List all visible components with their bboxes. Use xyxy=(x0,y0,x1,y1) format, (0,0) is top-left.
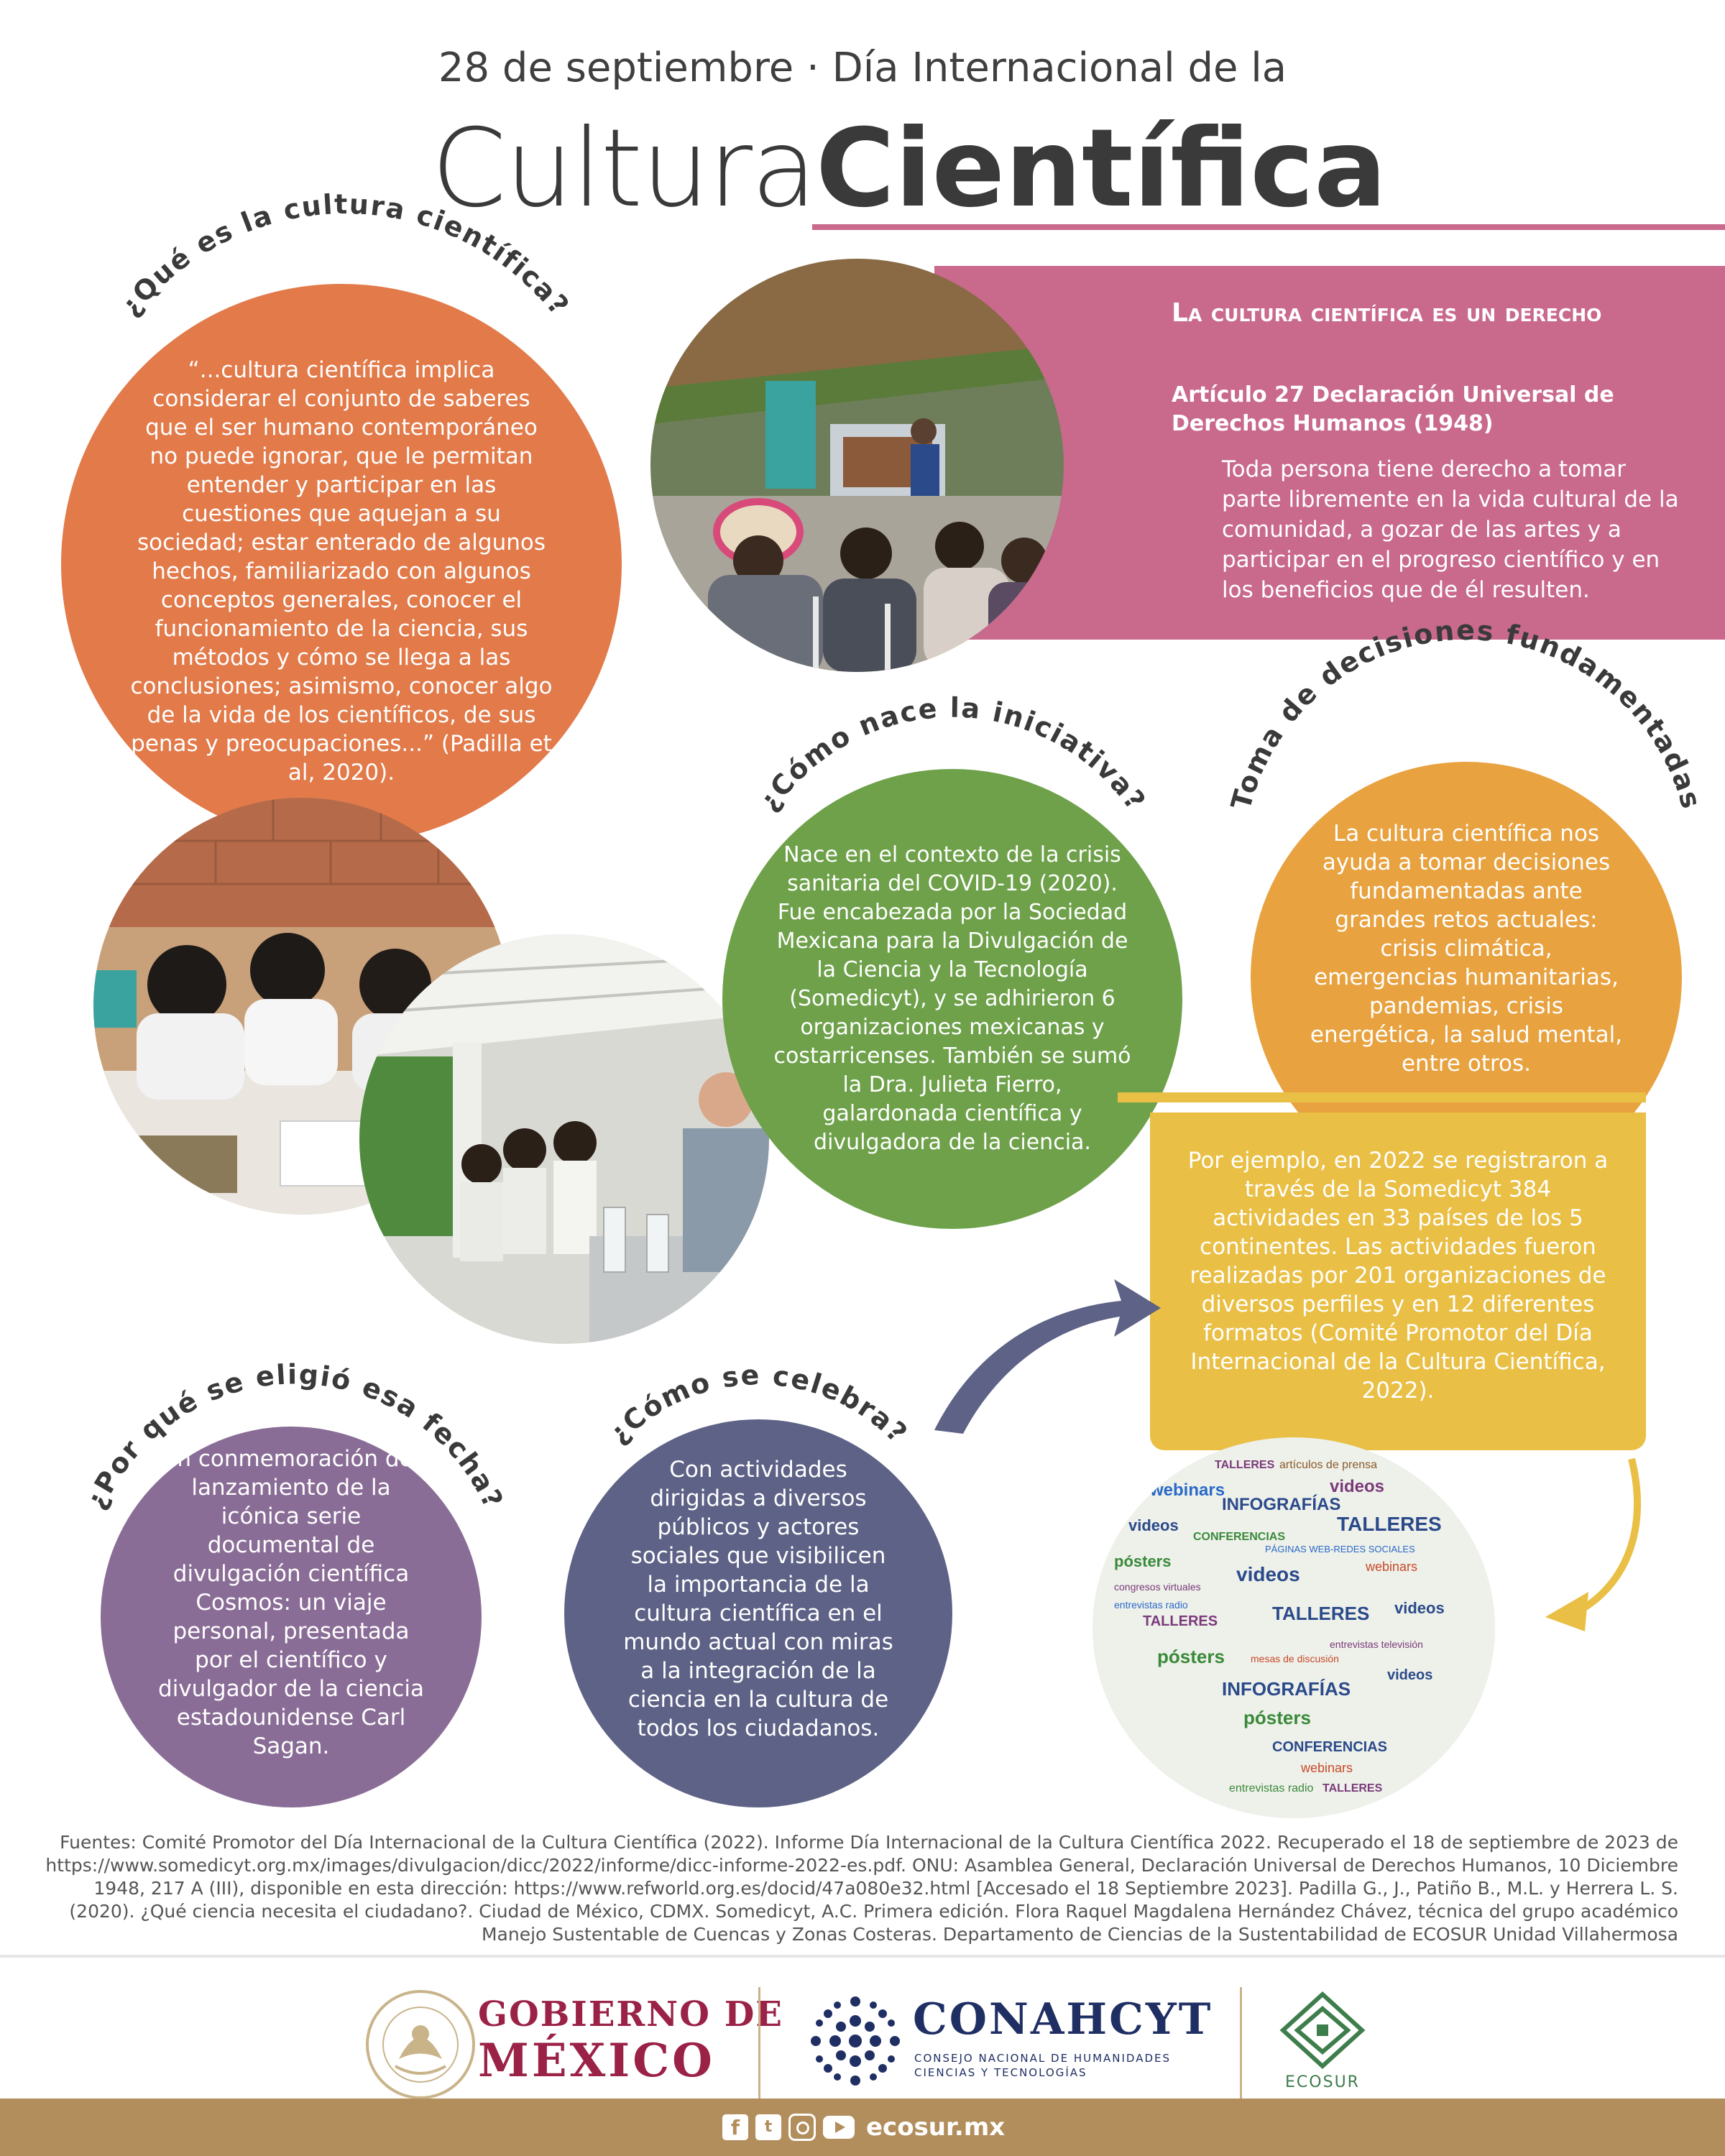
wc-word: videos xyxy=(1387,1667,1433,1683)
que-es-heading: ¿Qué es la cultura científica? xyxy=(114,188,574,322)
logo-divider-top xyxy=(0,1955,1725,1958)
que-es-circle: “...cultura científica implica considera… xyxy=(61,284,622,844)
wc-word: TALLERES xyxy=(1143,1613,1218,1629)
arrow-to-ejemplo xyxy=(934,1279,1161,1434)
youtube-icon[interactable] xyxy=(823,2116,855,2139)
toma-heading-text: Toma de decisiones fundamentadas xyxy=(1225,614,1706,813)
arrow-to-wordcloud xyxy=(1545,1457,1642,1631)
svg-text:¿Cómo nace la iniciativa?: ¿Cómo nace la iniciativa? xyxy=(753,692,1152,817)
por-que-body: En conmemoración del lanzamiento de la i… xyxy=(158,1446,424,1759)
mexico-seal-icon xyxy=(366,1990,475,2099)
rights-title: La cultura científica es un derecho xyxy=(1172,298,1602,328)
ecosur-name: ECOSUR xyxy=(1285,2073,1360,2091)
ejemplo-topbar xyxy=(1118,1092,1646,1102)
fuentes-text: Fuentes: Comité Promotor del Día Interna… xyxy=(45,1832,1678,1945)
por-que-circle: En conmemoración del lanzamiento de la i… xyxy=(101,1427,482,1807)
ecosur-logo-icon xyxy=(1279,1991,1366,2070)
como-nace-body: Nace en el contexto de la crisis sanitar… xyxy=(773,842,1131,1155)
title-bold: Científica xyxy=(815,106,1387,231)
wc-word: videos xyxy=(1236,1563,1300,1585)
wc-word: mesas de discusión xyxy=(1251,1653,1339,1664)
wc-word: videos xyxy=(1330,1477,1385,1496)
photo-meeting-image xyxy=(650,259,1064,672)
title-light: Cultura xyxy=(431,106,817,231)
page-title: CulturaCientífica xyxy=(431,108,1386,230)
logo-separator-1 xyxy=(758,1987,760,2109)
como-nace-circle: Nace en el contexto de la crisis sanitar… xyxy=(722,769,1182,1229)
rights-subtitle: Artículo 27 Declaración Universal de Der… xyxy=(1172,382,1614,436)
social-icons: f t ecosur.mx xyxy=(722,2113,1005,2142)
conahcyt-logo-icon xyxy=(811,1996,900,2086)
conahcyt-sub2: CIENCIAS Y TECNOLOGÍAS xyxy=(914,2066,1087,2079)
wc-word: videos xyxy=(1128,1516,1179,1534)
footer-bar xyxy=(0,2099,1725,2156)
como-nace-heading: ¿Cómo nace la iniciativa? xyxy=(753,692,1151,817)
como-celebra-heading-text: ¿Cómo se celebra? xyxy=(602,1359,913,1450)
como-celebra-circle: Con actividades dirigidas a diversos púb… xyxy=(564,1419,952,1807)
gobierno-line2: MÉXICO xyxy=(478,2034,715,2088)
como-celebra-body: Con actividades dirigidas a diversos púb… xyxy=(623,1457,893,1741)
twitter-icon[interactable]: t xyxy=(755,2114,781,2140)
wc-word: PÁGINAS WEB-REDES SOCIALES xyxy=(1265,1544,1415,1554)
wc-word: pósters xyxy=(1114,1552,1172,1570)
ejemplo-box xyxy=(1150,1112,1646,1450)
por-que-heading-text: ¿Por qué se eligió esa fecha? xyxy=(80,1358,508,1514)
wc-word: entrevistas radio xyxy=(1229,1782,1314,1795)
wc-word: INFOGRAFÍAS xyxy=(1222,1678,1351,1700)
wc-word: TALLERES xyxy=(1272,1603,1370,1624)
site-link[interactable]: ecosur.mx xyxy=(866,2113,1006,2142)
wc-word: videos xyxy=(1394,1599,1445,1617)
toma-heading: Toma de decisiones fundamentadas xyxy=(1225,614,1706,813)
wc-word: CONFERENCIAS xyxy=(1272,1739,1388,1755)
wc-word: pósters xyxy=(1243,1707,1311,1728)
facebook-icon[interactable]: f xyxy=(722,2114,748,2140)
wc-word: entrevistas televisión xyxy=(1330,1639,1423,1650)
svg-text:¿Por qué se eligió esa fecha?: ¿Por qué se eligió esa fecha? xyxy=(80,1358,510,1514)
wc-word: TALLERES xyxy=(1215,1459,1275,1471)
photo-lab-image xyxy=(359,934,769,1344)
date-line: 28 de septiembre · Día Internacional de … xyxy=(438,45,1287,91)
como-celebra-heading: ¿Cómo se celebra? xyxy=(602,1359,914,1450)
photo-lab xyxy=(359,934,769,1344)
svg-text:Toma de decisiones fundamentad: Toma de decisiones fundamentadas xyxy=(1225,614,1707,813)
photo-meeting xyxy=(650,259,1064,672)
wc-word: webinars xyxy=(1150,1480,1225,1500)
ejemplo-body: Por ejemplo, en 2022 se registraron a tr… xyxy=(1187,1148,1609,1404)
wc-word: artículos de prensa xyxy=(1279,1459,1378,1471)
conahcyt-sub1: CONSEJO NACIONAL DE HUMANIDADES xyxy=(914,2052,1172,2065)
wordcloud: TALLERES webinars videos INFOGRAFÍAS TAL… xyxy=(1092,1437,1495,1818)
rights-box xyxy=(934,266,1725,640)
rights-body: Toda persona tiene derecho a tomar parte… xyxy=(1222,456,1679,603)
instagram-icon[interactable] xyxy=(788,2114,816,2141)
como-nace-heading-text: ¿Cómo nace la iniciativa? xyxy=(753,692,1151,817)
wc-word: CONFERENCIAS xyxy=(1193,1531,1286,1543)
logo-separator-2 xyxy=(1240,1987,1242,2109)
wc-word: webinars xyxy=(1301,1761,1353,1775)
wc-word: webinars xyxy=(1366,1560,1418,1574)
que-es-body: “...cultura científica implica considera… xyxy=(130,357,553,786)
gobierno-line1: GOBIERNO DE xyxy=(478,1994,783,2035)
wc-word: entrevistas radio xyxy=(1114,1599,1188,1611)
conahcyt-name: CONAHCYT xyxy=(913,1994,1213,2045)
wc-word: TALLERES xyxy=(1337,1513,1442,1535)
wc-word: pósters xyxy=(1157,1646,1225,1667)
svg-text:¿Cómo se celebra?: ¿Cómo se celebra? xyxy=(602,1359,914,1450)
title-underline xyxy=(812,224,1725,230)
wc-word: INFOGRAFÍAS xyxy=(1222,1495,1341,1514)
wc-word: congresos virtuales xyxy=(1114,1581,1201,1593)
toma-body: La cultura científica nos ayuda a tomar … xyxy=(1310,821,1623,1077)
por-que-heading: ¿Por qué se eligió esa fecha? xyxy=(80,1358,510,1514)
wc-word: TALLERES xyxy=(1322,1782,1383,1795)
